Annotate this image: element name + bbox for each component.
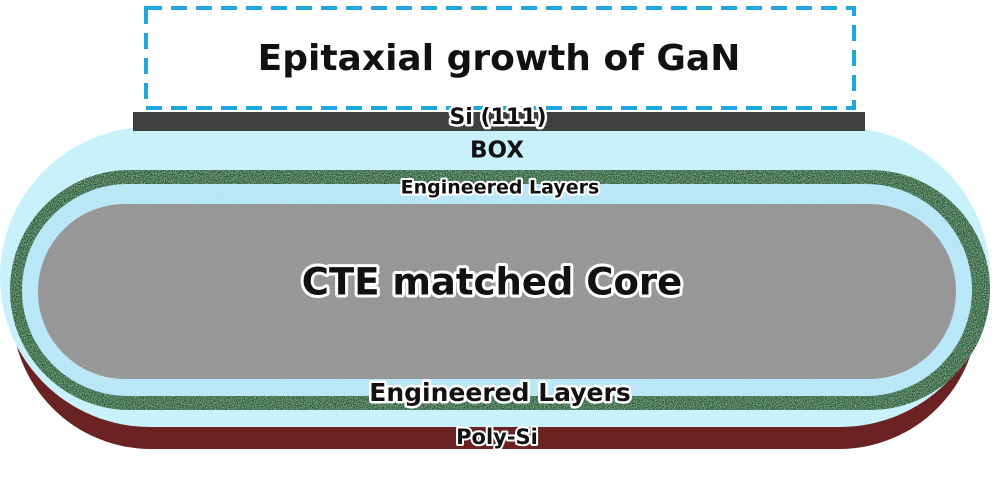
engineered-layers-top-label: Engineered Layers	[401, 177, 600, 199]
si111-layer	[133, 112, 865, 131]
engineered-layers-bottom-label: Engineered Layers	[369, 378, 630, 407]
epitaxial-label: Epitaxial growth of GaN	[258, 38, 741, 79]
epitaxial-region	[144, 6, 856, 110]
cte-core	[38, 204, 956, 379]
polysi-label: Poly-Si	[456, 425, 538, 449]
si111-label: Si (111)	[449, 105, 546, 130]
box-label: BOX	[470, 138, 524, 164]
core-label: CTE matched Core	[302, 261, 682, 304]
